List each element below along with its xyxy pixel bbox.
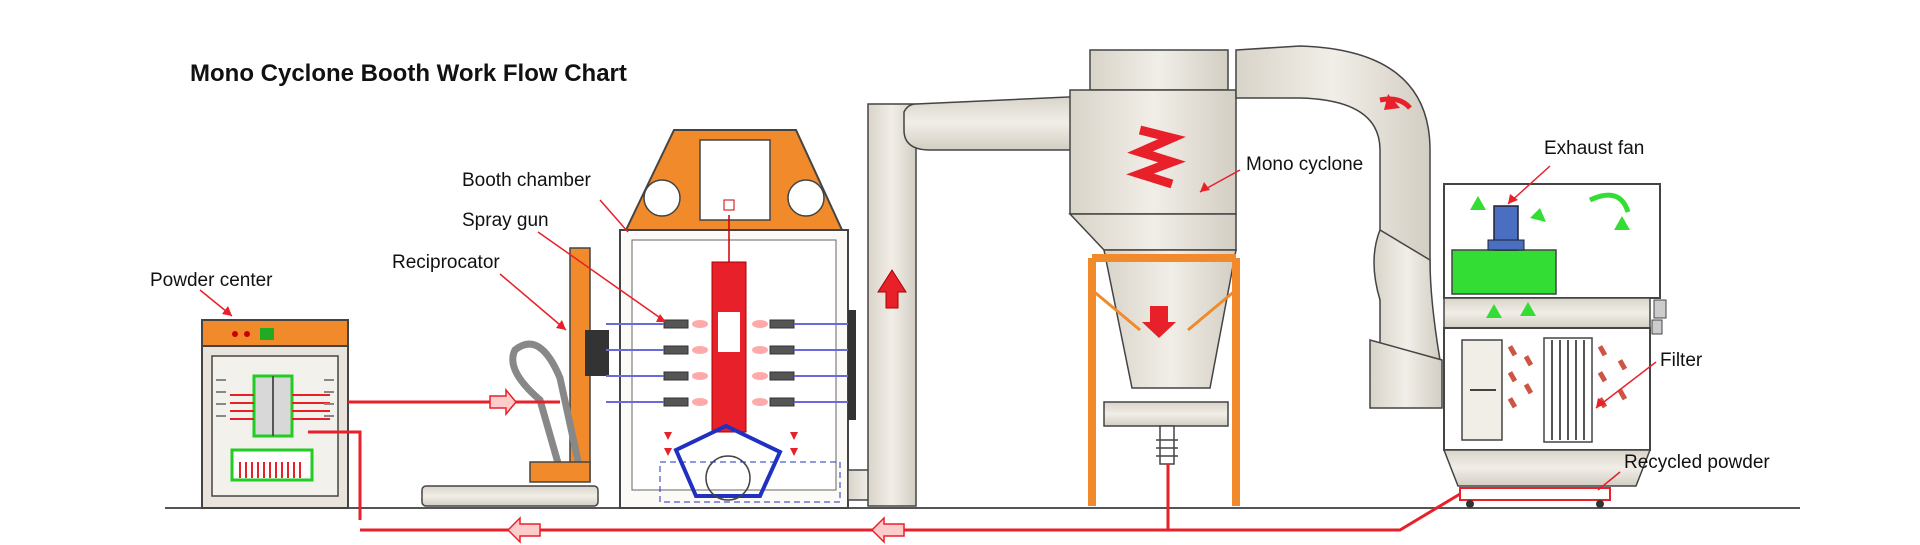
powder-center-top-panel [201,319,349,347]
powder-center [201,319,349,509]
rotary-valve [1103,401,1229,427]
label-powder-center: Powder center [150,270,273,291]
cyclone-outlet-duct [1235,45,1443,409]
label-booth-chamber: Booth chamber [462,170,591,191]
cyclone-inlet-duct [903,95,1091,151]
booth-recovery-hopper [673,423,783,498]
mono-cyclone [1068,49,1240,506]
cyclone-cone [1103,249,1237,389]
flow-arrow-right [489,387,517,417]
cyclone-stand [1088,254,1240,506]
leader-lines [199,165,1657,491]
indicator-light [260,328,274,340]
flow-arrow-left-2 [870,516,905,544]
filter-unit [1442,183,1667,508]
label-reciprocator: Reciprocator [392,252,500,273]
powder-supply-line [308,400,1461,532]
reciprocator-gun-mount [585,330,609,376]
reciprocator [421,247,609,507]
flow-arrow-left-1 [506,516,541,544]
label-exhaust-fan: Exhaust fan [1544,138,1645,159]
booth-chamber [606,129,890,509]
vertical-duct [867,95,1091,507]
diagram-title: Mono Cyclone Booth Work Flow Chart [190,60,627,87]
down-arrow [1142,306,1176,338]
curved-arrow [1384,94,1400,110]
swirl-arrow [1126,125,1186,189]
label-recycled-powder: Recycled powder [1624,452,1770,473]
fan-housing [1451,249,1557,295]
reciprocator-base [421,485,599,507]
up-arrow [877,269,907,309]
label-spray-gun: Spray gun [462,210,549,231]
recycled-powder-tray [1459,487,1611,501]
filter-hopper [1442,449,1652,487]
label-filter: Filter [1660,350,1703,371]
label-mono-cyclone: Mono cyclone [1246,154,1364,175]
